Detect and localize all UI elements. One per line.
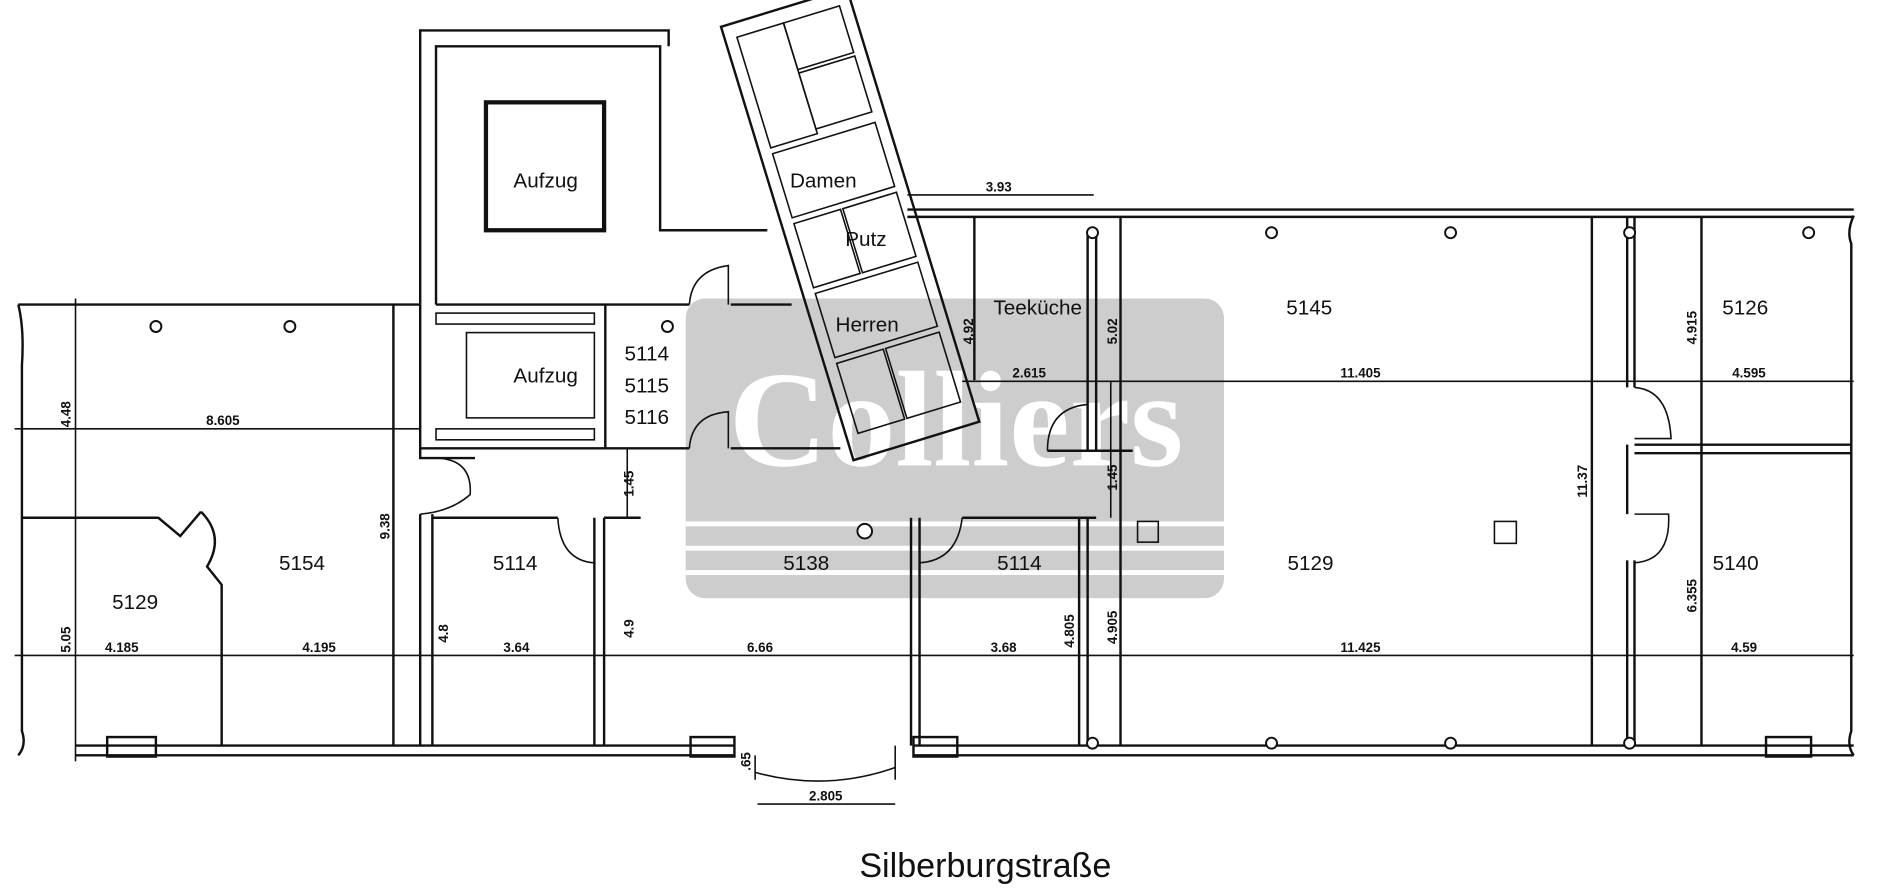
dimension-label: 2.805 xyxy=(809,788,843,803)
dimension-label: 4.595 xyxy=(1732,366,1766,381)
room-number: 5138 xyxy=(783,552,829,575)
street-name: Silberburgstraße xyxy=(859,847,1111,885)
dimension-label: 4.8 xyxy=(436,624,451,643)
dimension-label: 11.425 xyxy=(1340,640,1381,655)
columns xyxy=(149,226,1816,750)
room-number: 5129 xyxy=(1288,552,1334,575)
exterior-walls xyxy=(17,208,1855,782)
dimension-labels: 8.605 4.48 5.05 4.185 4.195 9.38 4.8 3.6… xyxy=(59,179,1767,803)
room-number: 5129 xyxy=(112,591,158,614)
dimension-label: 4.915 xyxy=(1685,310,1700,344)
dimension-lines xyxy=(14,194,1854,805)
room-number: 5116 xyxy=(624,406,668,429)
room-number: 5114 xyxy=(624,343,668,366)
toilet-stair-block xyxy=(719,0,981,462)
colliers-watermark: Colliers xyxy=(685,298,1225,599)
dimension-label: 4.92 xyxy=(961,318,976,344)
dimension-label: 3.93 xyxy=(986,179,1012,194)
dimension-label: 4.905 xyxy=(1105,610,1120,644)
dimension-label: 11.37 xyxy=(1575,465,1590,498)
dimension-label: 5.05 xyxy=(59,626,74,653)
interior-walls xyxy=(21,216,1852,746)
room-aufzug: Aufzug xyxy=(513,170,577,193)
room-putz: Putz xyxy=(845,228,886,251)
room-number: 5126 xyxy=(1722,296,1768,319)
dimension-label: 4.59 xyxy=(1731,640,1757,655)
dimension-label: 3.68 xyxy=(991,640,1018,655)
dimension-label: 11.405 xyxy=(1340,366,1381,381)
dimension-label: 6.355 xyxy=(1685,578,1700,612)
room-number: 5115 xyxy=(624,374,668,397)
dimension-label: 4.9 xyxy=(621,619,636,638)
room-damen: Damen xyxy=(790,170,857,193)
dimension-label: 4.48 xyxy=(59,401,74,428)
dimension-label: 3.64 xyxy=(503,640,530,655)
room-teekueche: Teeküche xyxy=(993,296,1082,319)
room-number: 5154 xyxy=(279,552,325,575)
room-labels: Aufzug Aufzug Damen Putz Herren Teeküche… xyxy=(112,170,1768,615)
dimension-label: 1.45 xyxy=(621,470,636,497)
room-number: 5140 xyxy=(1713,552,1759,575)
dimension-label: 5.02 xyxy=(1105,318,1120,344)
dimension-label: 4.195 xyxy=(302,640,336,655)
room-number: 5114 xyxy=(997,552,1041,575)
dimension-label: 4.185 xyxy=(105,640,139,655)
dimension-label: 6.66 xyxy=(747,640,773,655)
room-number: 5114 xyxy=(493,552,537,575)
dimension-label: 2.615 xyxy=(1012,366,1046,381)
dimension-label: 4.805 xyxy=(1062,614,1077,648)
room-aufzug: Aufzug xyxy=(513,365,577,388)
dimension-label: .65 xyxy=(738,752,753,771)
dimension-label: 8.605 xyxy=(206,413,240,428)
dimension-label: 9.38 xyxy=(378,513,393,540)
room-number: 5145 xyxy=(1286,296,1332,319)
dimension-label: 1.45 xyxy=(1105,464,1120,491)
room-herren: Herren xyxy=(836,313,899,336)
watermark-text: Colliers xyxy=(729,343,1184,495)
core-block xyxy=(418,29,841,515)
